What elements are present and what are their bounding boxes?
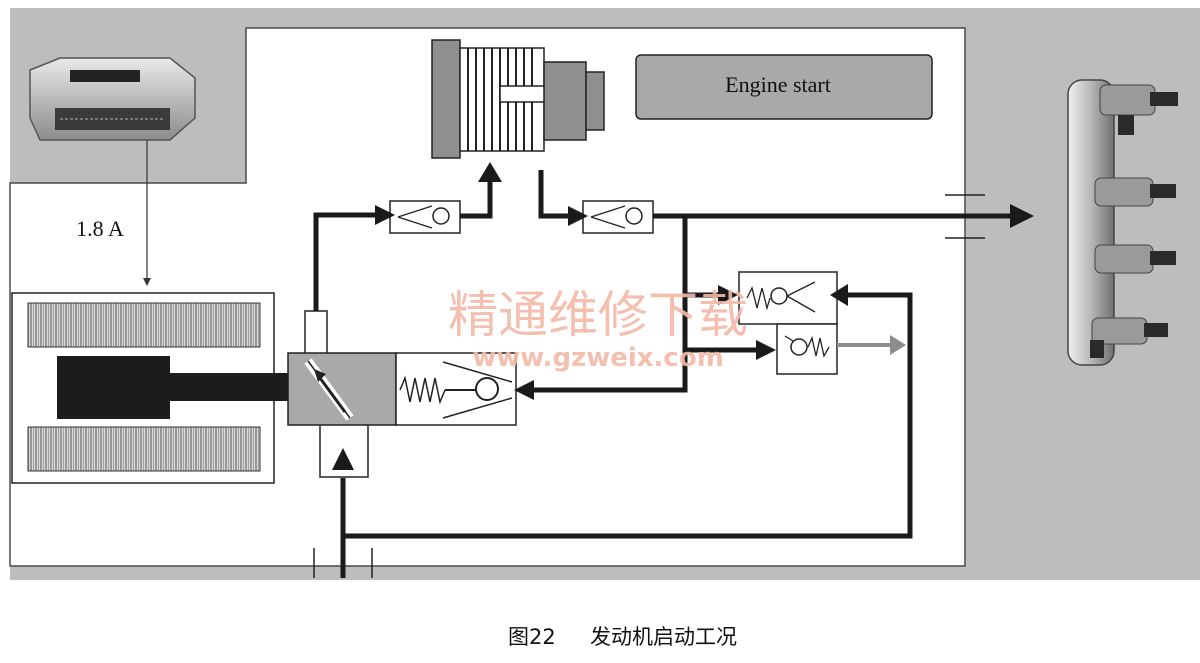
engine-start-box: Engine start [635, 54, 933, 120]
caption-title: 发动机启动工况 [590, 625, 737, 649]
return-arrowhead [890, 335, 906, 355]
watermark-url: www.gzweix.com [472, 343, 724, 373]
ecu-icon [29, 57, 196, 141]
pressure-control-valve [287, 310, 517, 478]
low-pressure-relief-valve [776, 323, 838, 375]
solenoid-valve [11, 292, 290, 484]
pipe-break-marks [313, 194, 985, 578]
caption-figure-number: 图22 [508, 625, 556, 649]
pump-icon [431, 39, 605, 159]
engine-start-label: Engine start [725, 72, 831, 97]
current-arrowhead [143, 278, 151, 286]
check-valve-inlet [389, 200, 461, 234]
current-label: 1.8 A [76, 216, 124, 241]
pressure-relief-valve [738, 271, 838, 325]
watermark-title: 精通维修下载 [448, 286, 748, 344]
fuel-rail-icon [1067, 79, 1178, 366]
check-valve-outlet [582, 200, 654, 234]
flow-arrowheads [332, 162, 1034, 470]
